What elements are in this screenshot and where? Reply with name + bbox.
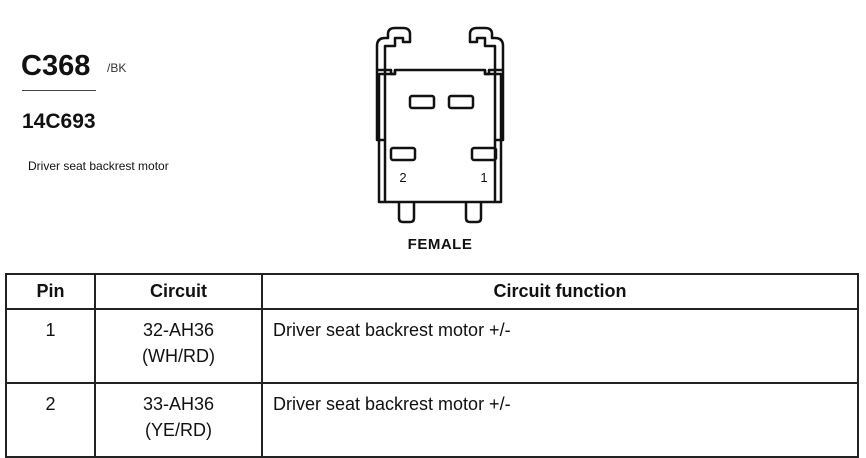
circuit-code: 32-AH36: [142, 320, 215, 340]
pin-2-cavity: [389, 146, 417, 162]
left-latch: [375, 26, 412, 142]
connector-face-diagram: 2 1: [375, 26, 505, 224]
pin-number: 2: [5, 382, 96, 458]
wire-color: (YE/RD): [145, 420, 212, 440]
part-number: 14C693: [22, 110, 96, 133]
connector-gender-label: FEMALE: [407, 236, 473, 253]
wire-color: (WH/RD): [142, 346, 215, 366]
connector-description: Driver seat backrest motor: [28, 159, 169, 173]
header-circuit-function: Circuit function: [261, 273, 859, 310]
upper-cavity-left: [408, 94, 436, 110]
circuit-function: Driver seat backrest motor +/-: [261, 382, 859, 458]
connector-color-code: /BK: [107, 61, 127, 75]
pin-2-label: 2: [399, 170, 406, 185]
circuit-function: Driver seat backrest motor +/-: [261, 308, 859, 384]
pin-1-label: 1: [480, 170, 487, 185]
circuit-cell: 32-AH36 (WH/RD): [94, 308, 263, 384]
pin-1-cavity: [470, 146, 498, 162]
pin-number: 1: [5, 308, 96, 384]
circuit-cell: 33-AH36 (YE/RD): [94, 382, 263, 458]
circuit-code: 33-AH36: [142, 394, 215, 414]
header-pin: Pin: [5, 273, 96, 310]
upper-cavity-right: [447, 94, 475, 110]
table-header-row: Pin Circuit Circuit function: [5, 273, 859, 310]
connector-id: C368: [21, 50, 91, 82]
left-foot: [397, 202, 416, 224]
pin-table: Pin Circuit Circuit function 1 32-AH36 (…: [5, 273, 859, 458]
table-row: 1 32-AH36 (WH/RD) Driver seat backrest m…: [5, 308, 859, 384]
header-circuit: Circuit: [94, 273, 263, 310]
title-underline: [22, 90, 96, 91]
connector-body: [377, 68, 503, 204]
right-foot: [464, 202, 483, 224]
table-row: 2 33-AH36 (YE/RD) Driver seat backrest m…: [5, 382, 859, 458]
right-latch: [468, 26, 505, 142]
